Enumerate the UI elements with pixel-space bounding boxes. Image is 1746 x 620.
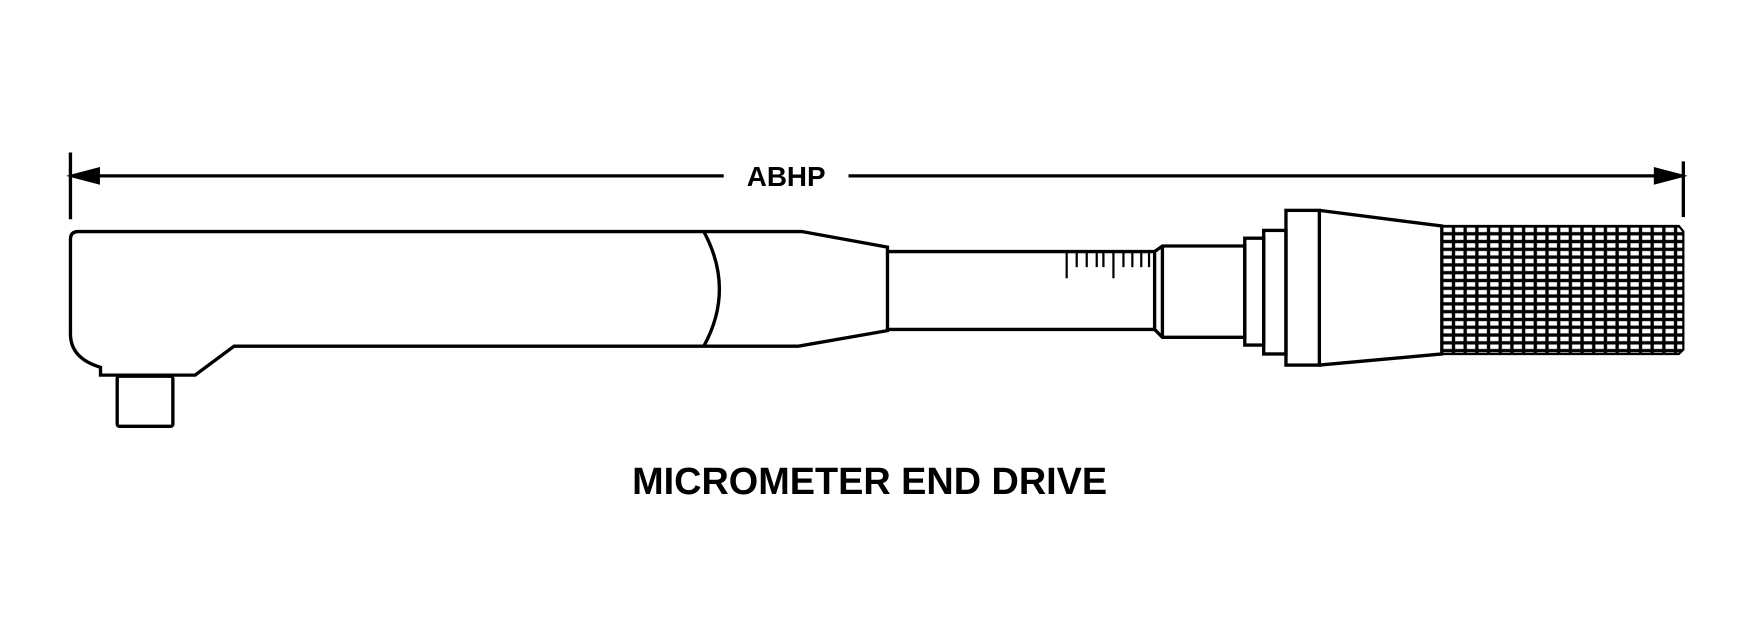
wrench-body [68, 229, 890, 428]
scale-shaft [887, 244, 1247, 339]
dimension-line [66, 152, 1688, 220]
dimension-label: ABHP [747, 161, 826, 192]
diagram-caption: MICROMETER END DRIVE [632, 461, 1107, 503]
square-drive [115, 374, 175, 428]
micrometer-handle [1243, 208, 1685, 367]
knurled-grip [1440, 224, 1685, 356]
